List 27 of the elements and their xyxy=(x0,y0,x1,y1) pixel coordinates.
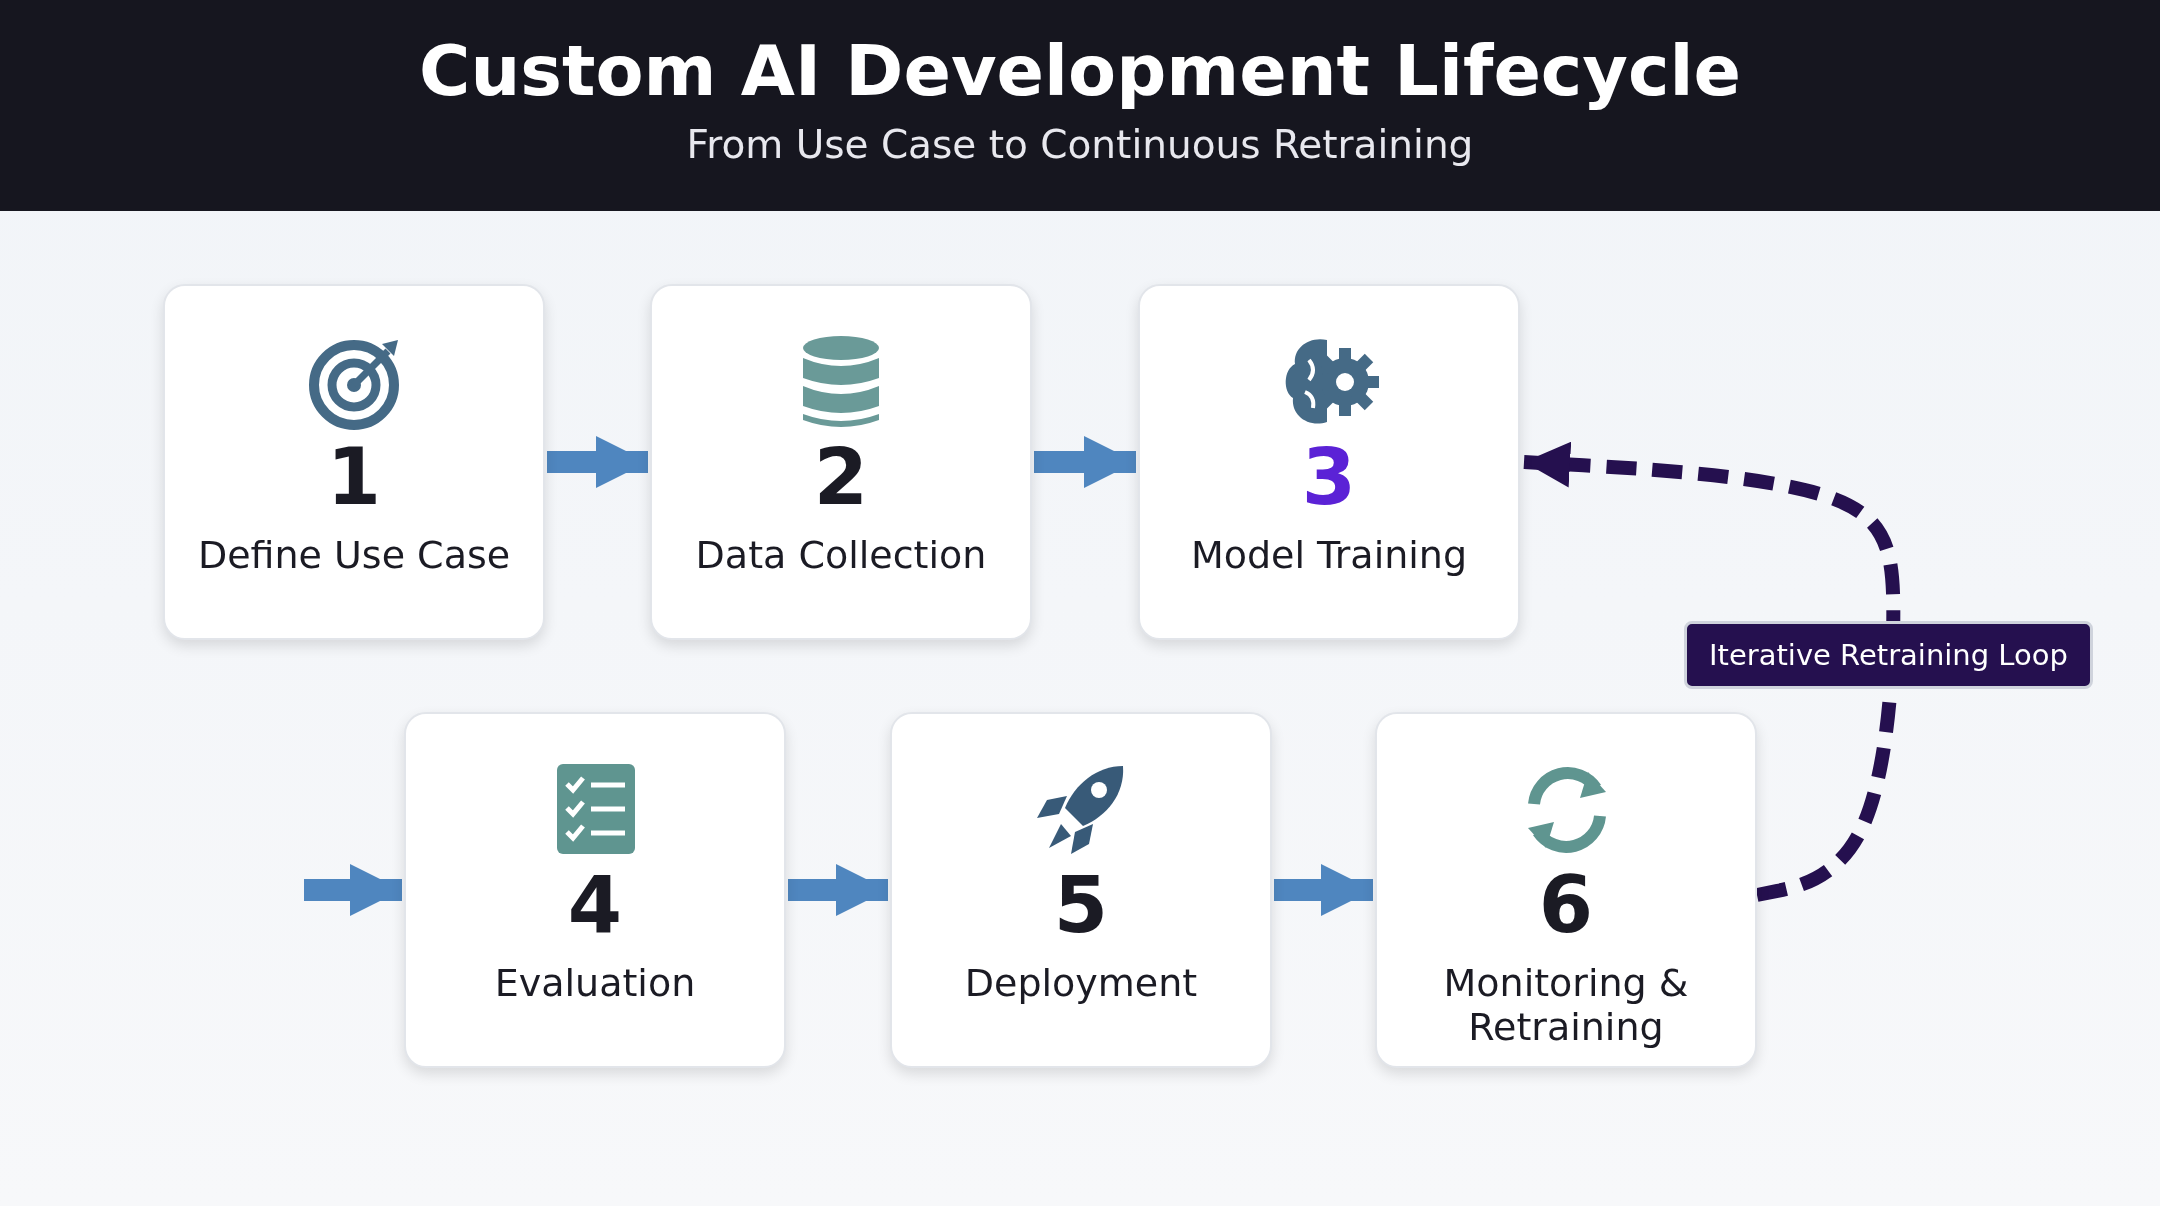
arrow xyxy=(788,864,888,916)
step-card xyxy=(404,712,786,1068)
subtitle: From Use Case to Continuous Retraining xyxy=(685,122,1475,167)
step-number: 1 xyxy=(326,438,382,516)
step-number: 5 xyxy=(1053,866,1109,944)
title: Custom AI Development Lifecycle xyxy=(418,30,1742,112)
step-number: 3 xyxy=(1301,438,1357,516)
step-label: Define Use Case xyxy=(196,534,512,578)
step-number: 2 xyxy=(813,438,869,516)
step-label: Model Training xyxy=(1189,534,1469,578)
step-label: Data Collection xyxy=(694,534,988,578)
step-label: Evaluation xyxy=(493,962,697,1006)
step-label: Monitoring & Retraining xyxy=(1442,962,1690,1050)
step-number: 4 xyxy=(567,866,623,944)
arrow xyxy=(547,436,648,488)
arrow xyxy=(304,864,402,916)
step-number: 6 xyxy=(1538,866,1594,944)
step-card xyxy=(1138,284,1520,640)
arrow xyxy=(1274,864,1373,916)
step-card xyxy=(890,712,1272,1068)
arrow xyxy=(1034,436,1136,488)
step-label: Deployment xyxy=(963,962,1199,1006)
step-card xyxy=(650,284,1032,640)
step-card xyxy=(1375,712,1757,1068)
dashed-loop-arrow xyxy=(1523,441,1901,902)
loop-label: Iterative Retraining Loop xyxy=(1684,621,2093,689)
step-card xyxy=(163,284,545,640)
